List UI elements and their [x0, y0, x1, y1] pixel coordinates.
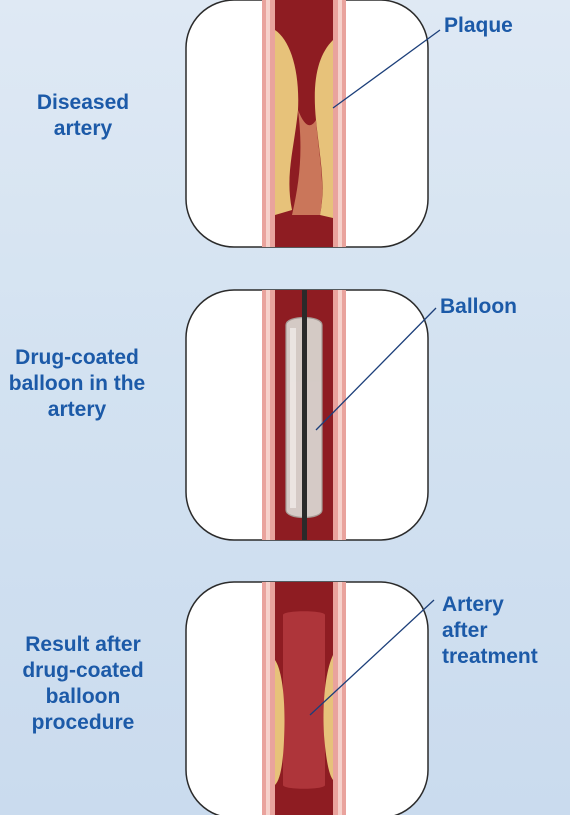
treated-lumen: [283, 611, 325, 789]
callout-artery-after-treatment: Artery after treatment: [442, 592, 538, 670]
balloon-artery-illustration: [0, 280, 570, 550]
callout-plaque: Plaque: [444, 13, 513, 39]
diseased-artery-illustration: [0, 0, 570, 260]
callout-balloon: Balloon: [440, 294, 517, 320]
catheter: [302, 280, 307, 550]
